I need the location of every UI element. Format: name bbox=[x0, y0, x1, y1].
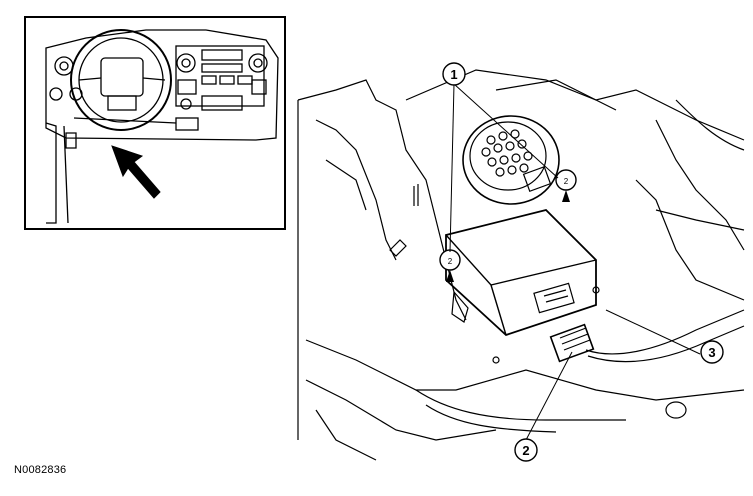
svg-text:1: 1 bbox=[450, 67, 457, 82]
leader-1b bbox=[453, 83, 559, 179]
dashboard-inset-drawing bbox=[45, 29, 279, 224]
leader-1a bbox=[449, 83, 455, 253]
fastener-tag-left: 2 bbox=[439, 249, 461, 282]
callout-2: 2 bbox=[514, 438, 538, 462]
steering-hub bbox=[100, 57, 144, 97]
left-vent bbox=[54, 56, 74, 76]
electrical-connector bbox=[549, 323, 595, 363]
dashboard-inset bbox=[24, 16, 286, 230]
center-stack bbox=[175, 45, 265, 107]
svg-text:2: 2 bbox=[522, 443, 529, 458]
module-connector-socket bbox=[533, 282, 575, 314]
svg-text:3: 3 bbox=[708, 345, 715, 360]
module-box bbox=[445, 209, 597, 337]
leader-2 bbox=[525, 351, 573, 441]
module-detail-drawing: 2 2 1 2 3 bbox=[297, 62, 745, 462]
bracket-left bbox=[297, 79, 467, 321]
svg-text:2: 2 bbox=[448, 257, 453, 266]
speaker-connector bbox=[522, 166, 552, 192]
speaker-grille bbox=[481, 129, 533, 177]
connector-harness bbox=[585, 309, 745, 355]
figure-id: N0082836 bbox=[14, 464, 67, 476]
locator-arrow-icon bbox=[111, 145, 161, 199]
speaker bbox=[462, 115, 560, 205]
steering-hub-lower bbox=[107, 95, 137, 111]
callout-3: 3 bbox=[700, 340, 724, 364]
leader-3 bbox=[605, 309, 701, 355]
svg-text:2: 2 bbox=[564, 177, 569, 186]
fastener-tag-right: 2 bbox=[555, 169, 577, 202]
callout-1: 1 bbox=[442, 62, 466, 86]
steering-wheel bbox=[70, 29, 172, 131]
dashboard-outline bbox=[45, 29, 279, 141]
